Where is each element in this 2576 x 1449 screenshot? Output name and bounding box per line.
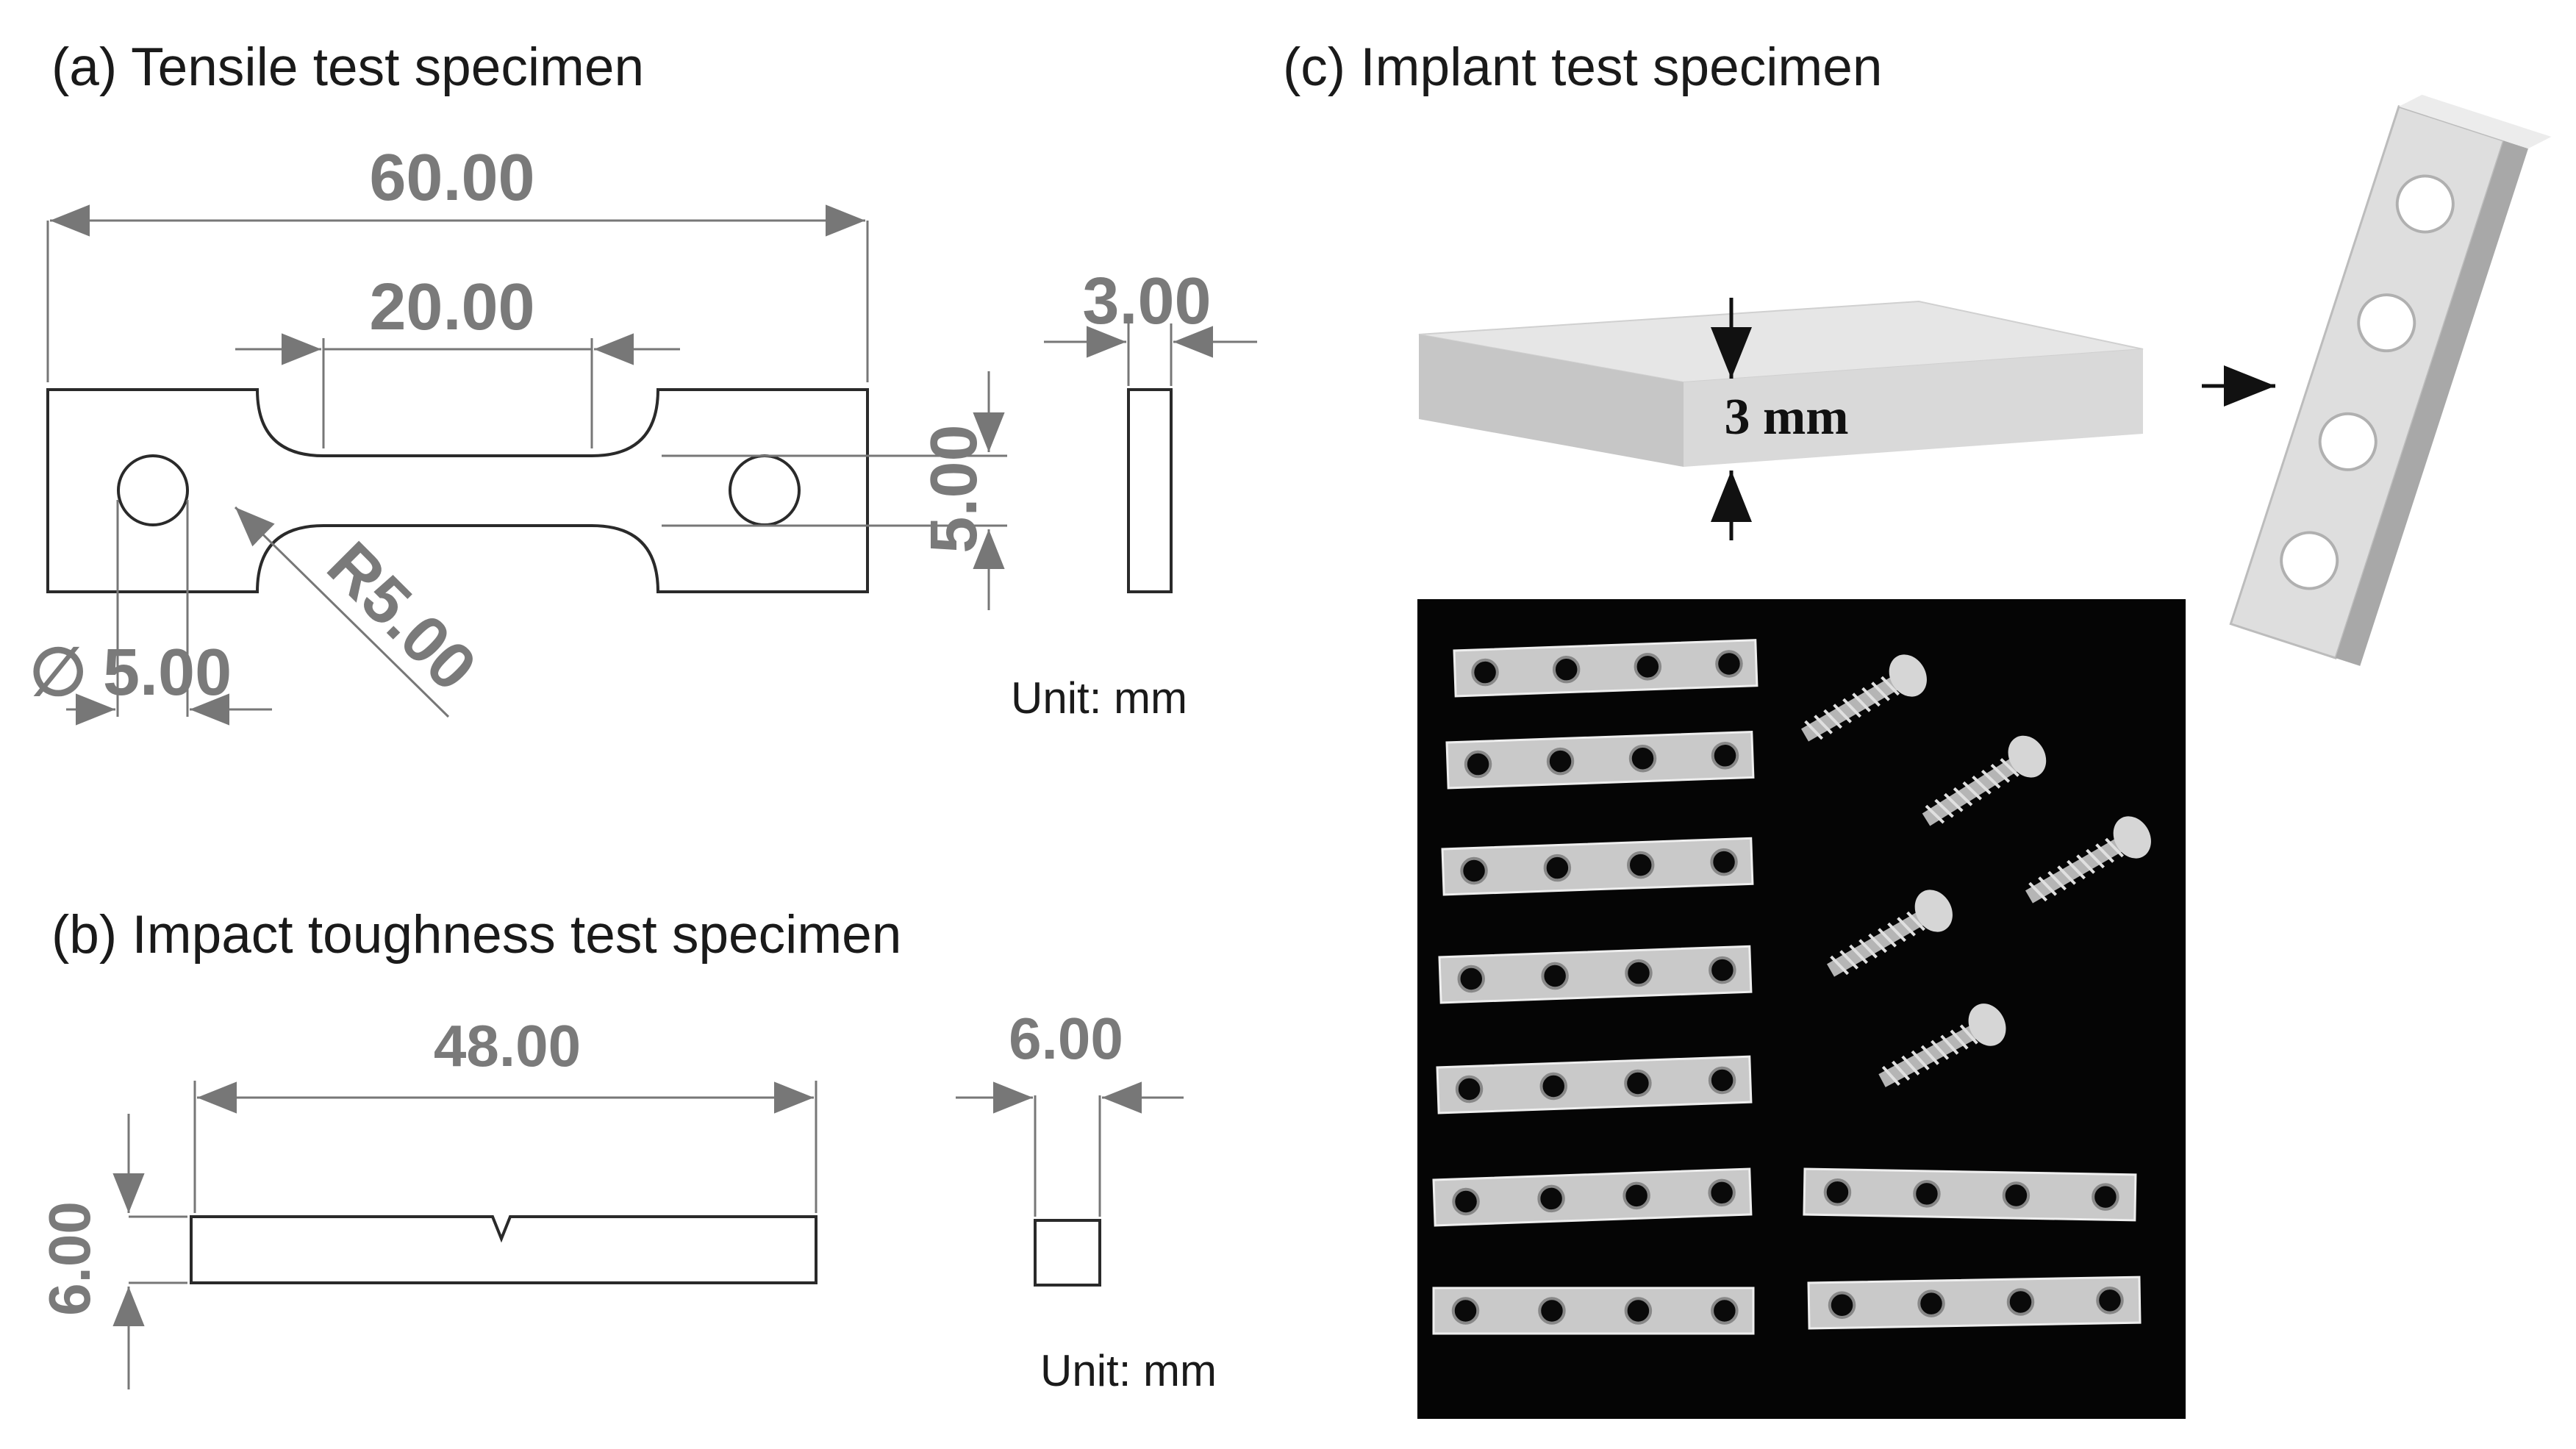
implant-plate-render <box>2229 94 2552 666</box>
photo-screw <box>1878 1003 2006 1087</box>
tensile-side-view <box>1127 388 1173 593</box>
photo-screw <box>1922 735 2047 826</box>
plate-thickness-label: 3 mm <box>1724 389 1848 446</box>
dim-impact-length: 48.00 <box>434 1013 581 1078</box>
panel-a-unit: Unit: mm <box>1011 673 1187 723</box>
panel-b-title: (b) Impact toughness test specimen <box>51 905 902 965</box>
photo-items <box>1432 639 2151 1335</box>
hole-left <box>117 454 189 526</box>
tensile-specimen-outline <box>46 388 869 593</box>
dim-gauge-length: 20.00 <box>369 271 534 344</box>
impact-cross-section <box>1034 1219 1101 1287</box>
photo-plate <box>1803 1167 2137 1222</box>
dim-width: 5.00 <box>917 424 991 553</box>
panel-b-unit: Unit: mm <box>1040 1346 1217 1395</box>
dim-overall-length: 60.00 <box>369 141 534 215</box>
plate-slab-front <box>1419 334 1684 467</box>
photo-plate <box>1432 1287 1755 1335</box>
impact-specimen-outline <box>190 1215 817 1284</box>
photo-plate <box>1438 945 1753 1004</box>
photo-plate <box>1441 837 1754 896</box>
panel-c-title: (c) Implant test specimen <box>1283 37 1883 97</box>
panel-a-title: (a) Tensile test specimen <box>51 37 645 97</box>
photo-screw <box>1801 654 1927 742</box>
dim-thickness: 3.00 <box>1082 265 1211 338</box>
photo-plate <box>1432 1167 1753 1227</box>
dim-hole-diameter: 5.00 <box>103 636 232 709</box>
photo-screw <box>2025 816 2151 904</box>
dim-impact-height: 6.00 <box>37 1201 102 1316</box>
photo-plate <box>1436 1055 1753 1115</box>
photo-plate <box>1453 639 1759 698</box>
dim-impact-width: 6.00 <box>1009 1006 1123 1071</box>
photo-plate <box>1445 730 1755 790</box>
photo-screw <box>1827 890 1953 977</box>
plate-slab-side <box>1684 349 2143 467</box>
photo-plate <box>1807 1276 2142 1330</box>
diameter-symbol-icon: ∅ <box>29 636 87 709</box>
